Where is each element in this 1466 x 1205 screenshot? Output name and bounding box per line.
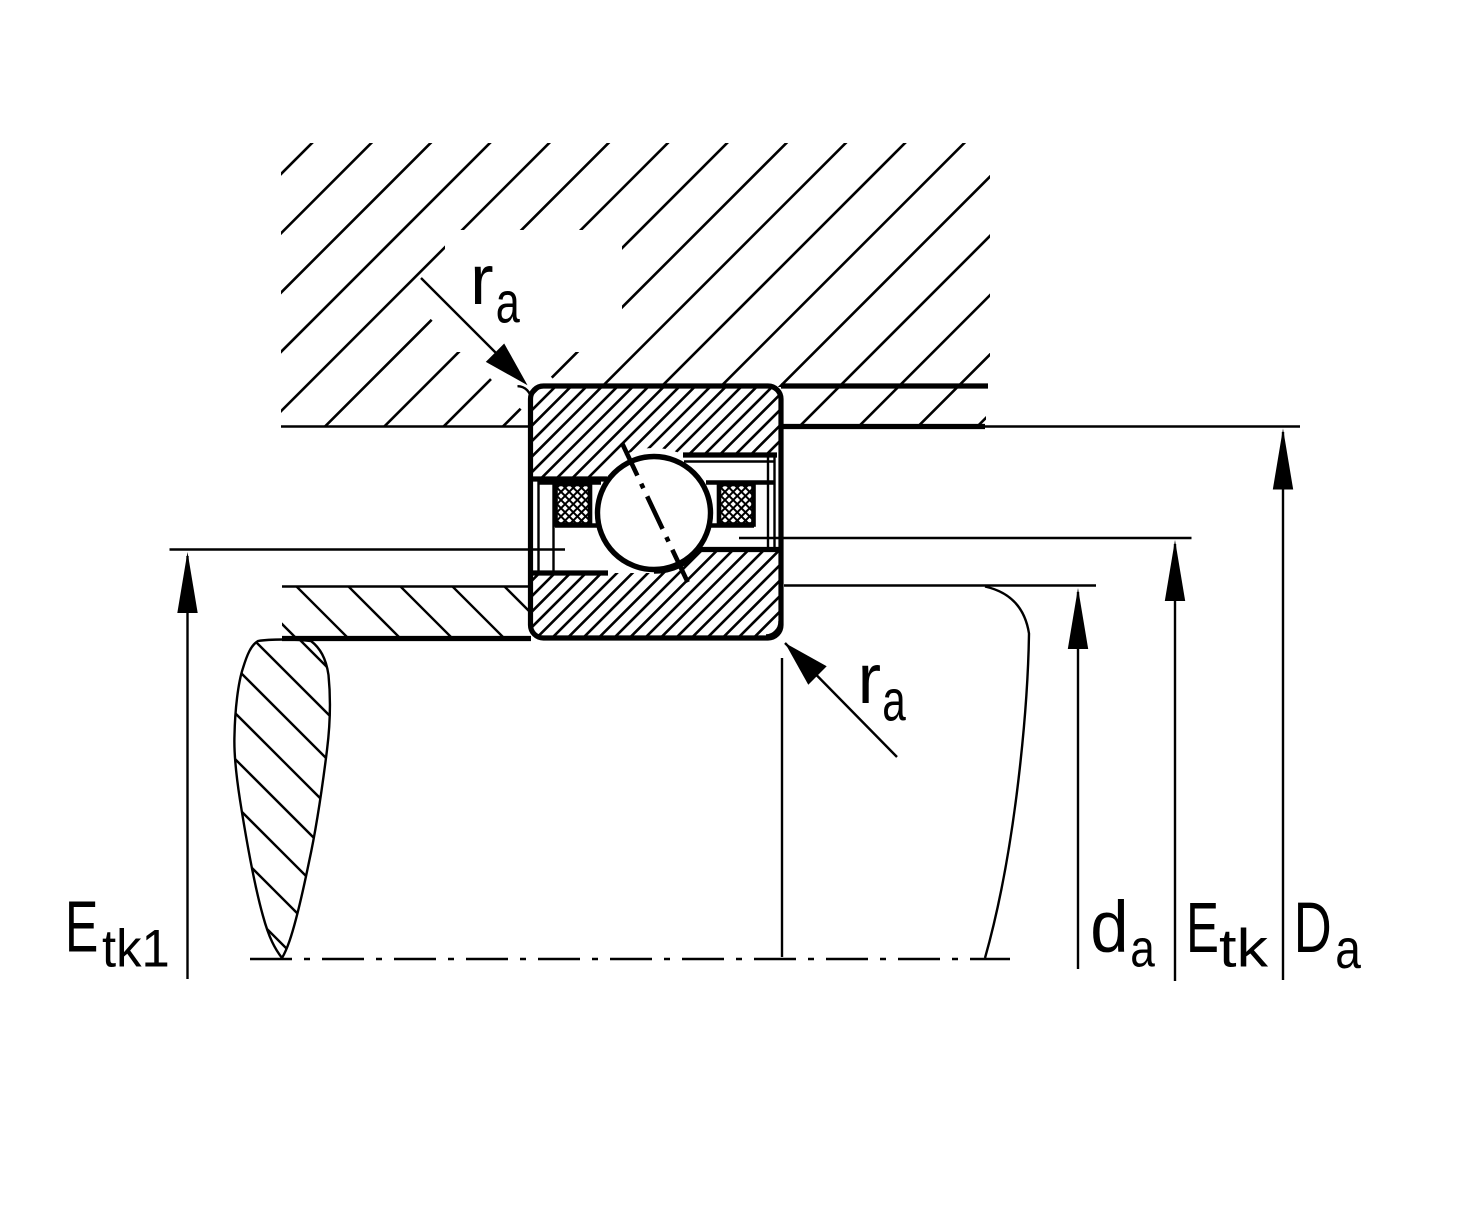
svg-text:E: E <box>65 887 98 967</box>
svg-text:a: a <box>882 668 906 733</box>
svg-text:r: r <box>470 240 493 319</box>
svg-text:tk1: tk1 <box>102 919 170 978</box>
svg-text:tk: tk <box>1219 919 1269 978</box>
svg-text:d: d <box>1090 886 1128 967</box>
svg-text:a: a <box>496 270 520 335</box>
svg-text:a: a <box>1130 920 1155 979</box>
svg-text:E: E <box>1186 888 1219 967</box>
svg-text:r: r <box>858 639 881 718</box>
svg-text:D: D <box>1294 888 1332 968</box>
svg-text:a: a <box>1335 918 1361 980</box>
